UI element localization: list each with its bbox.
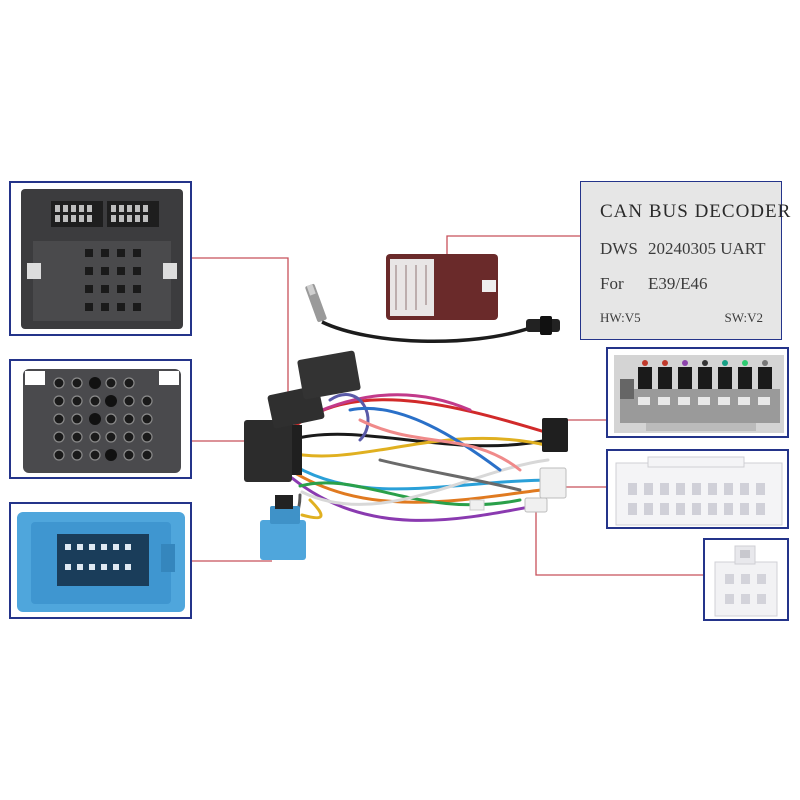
label-sw-version: SW:V2 bbox=[724, 310, 763, 325]
connector-closeup-round-pin bbox=[9, 359, 192, 479]
connector-closeup-white-small bbox=[703, 538, 789, 621]
harness-dark-connectors bbox=[244, 350, 361, 482]
connector-closeup-white-wide bbox=[606, 449, 789, 529]
leader-line-7 bbox=[535, 505, 703, 576]
round-pin-connector-image bbox=[23, 369, 181, 473]
canbus-decoder-label: CAN BUS DECODER DWS 20240305 UART For E39/… bbox=[580, 181, 790, 340]
leader-lines bbox=[191, 235, 703, 576]
label-line-dws: DWS 20240305 UART bbox=[600, 239, 766, 259]
label-line-for: For E39/E46 bbox=[600, 274, 708, 294]
leader-line-4 bbox=[446, 235, 580, 258]
label-dws: DWS bbox=[600, 239, 638, 258]
leader-line-1 bbox=[191, 257, 289, 420]
label-title: CAN BUS DECODER bbox=[600, 201, 792, 222]
canbus-decoder-box bbox=[386, 254, 498, 320]
connector-closeup-terminal-block bbox=[606, 347, 789, 438]
connector-closeup-blue bbox=[9, 502, 192, 619]
label-hw-version: HW:V5 bbox=[600, 310, 641, 325]
white-small-connector-image bbox=[714, 545, 778, 617]
wire-bundle bbox=[283, 393, 558, 527]
antenna-adapter bbox=[305, 283, 560, 344]
quadlock-connector-image bbox=[21, 189, 183, 329]
connector-closeup-quadlock bbox=[9, 181, 192, 336]
harness-black-connector-right bbox=[542, 418, 568, 452]
harness-blue-connector bbox=[260, 495, 306, 560]
white-wide-connector-image bbox=[615, 456, 783, 526]
blue-connector-image bbox=[17, 512, 185, 612]
label-for: For bbox=[600, 274, 624, 293]
label-model: E39/E46 bbox=[648, 274, 708, 293]
label-date-uart: 20240305 UART bbox=[648, 239, 766, 258]
terminal-block-image bbox=[614, 355, 784, 433]
harness-white-connectors bbox=[469, 467, 567, 513]
